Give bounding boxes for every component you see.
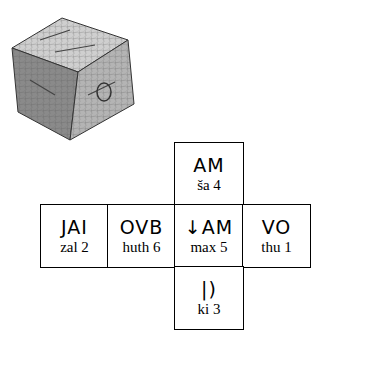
net-face: AMša 4 — [174, 142, 244, 206]
glyph-text: AM — [193, 154, 224, 176]
net-face: JAIzal 2 — [40, 204, 109, 268]
glyph-text: VO — [262, 216, 292, 238]
word-number: zal 2 — [60, 238, 89, 256]
word-number: thu 1 — [261, 238, 291, 256]
word-number: max 5 — [190, 238, 227, 256]
glyph-text: OVB — [120, 216, 164, 238]
word-number: huth 6 — [123, 238, 161, 256]
cube-photo — [0, 0, 160, 150]
net-face: VOthu 1 — [242, 204, 311, 268]
net-face: |)ki 3 — [174, 266, 244, 330]
word-number: ki 3 — [198, 300, 221, 318]
net-face: OVBhuth 6 — [107, 204, 176, 268]
net-face: ↓AMmax 5 — [174, 204, 244, 268]
word-number: ša 4 — [197, 176, 221, 194]
glyph-text: ↓AM — [185, 216, 233, 238]
glyph-text: |) — [201, 278, 217, 300]
glyph-text: JAI — [61, 216, 88, 238]
